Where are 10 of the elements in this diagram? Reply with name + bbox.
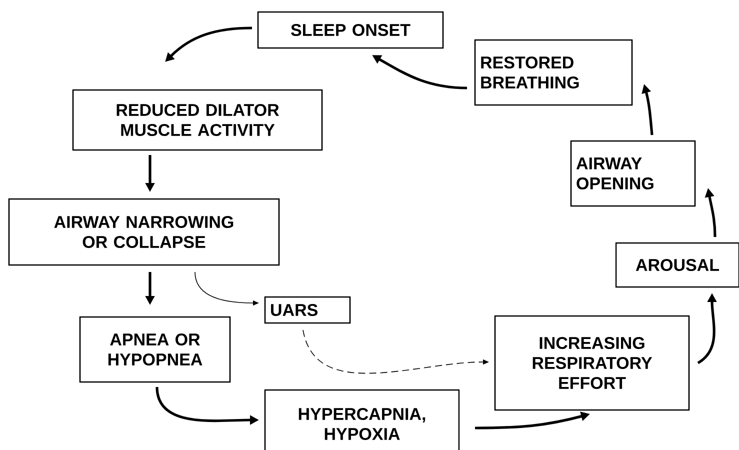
process-box: AROUSAL	[615, 242, 739, 288]
process-box: AIRWAY OPENING	[570, 140, 696, 207]
process-box: AIRWAY NARROWING OR COLLAPSE	[8, 198, 280, 266]
process-box: UARS	[264, 296, 351, 324]
process-box: APNEA OR HYPOPNEA	[79, 316, 231, 383]
process-box: REDUCED DILATOR MUSCLE ACTIVITY	[72, 89, 323, 151]
process-box: HYPERCAPNIA, HYPOXIA	[264, 389, 460, 450]
process-box: RESTORED BREATHING	[474, 39, 633, 106]
process-box: SLEEP ONSET	[257, 11, 444, 49]
process-box: INCREASING RESPIRATORY EFFORT	[494, 315, 690, 411]
